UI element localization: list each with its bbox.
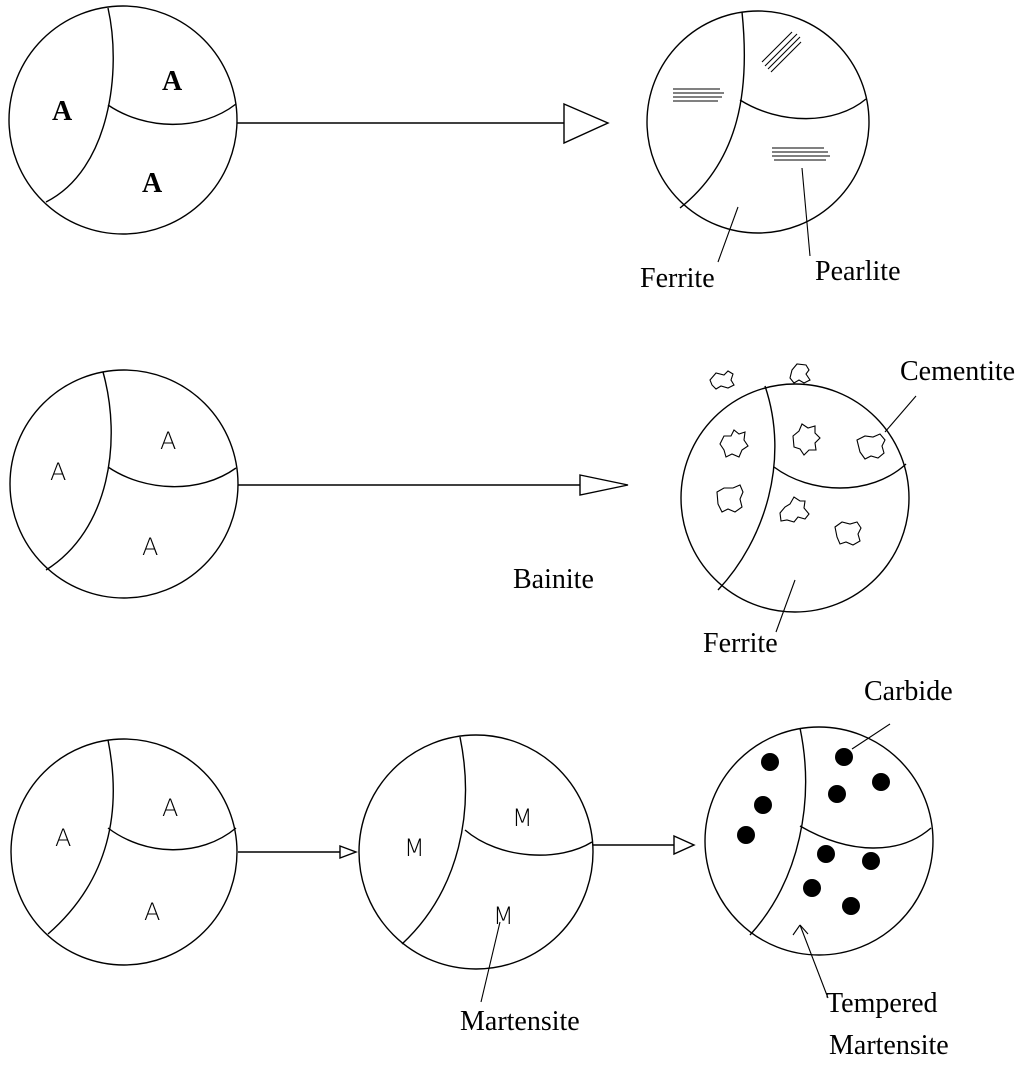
tempered-martensite-label-line2: Martensite bbox=[829, 1030, 949, 1061]
grain-boundary bbox=[107, 466, 237, 488]
row-1-pearlite-transformation: A A A bbox=[8, 5, 901, 294]
grain-letter-a: A bbox=[142, 168, 163, 199]
ferrite-leader-line bbox=[775, 579, 796, 633]
grain-letter-a: A bbox=[50, 458, 66, 486]
row-2-bainite-transformation: A A A Cementite Bain bbox=[9, 356, 1015, 659]
grain-boundary bbox=[464, 829, 593, 856]
carbide-particles bbox=[737, 748, 890, 915]
cementite-leader-line bbox=[884, 395, 917, 433]
transformation-arrow bbox=[237, 102, 610, 145]
martensite-letter-m: M bbox=[404, 834, 425, 862]
carbide-label: Carbide bbox=[864, 676, 953, 707]
tempered-martensite-leader bbox=[792, 924, 829, 999]
martensite-letter-m: M bbox=[493, 902, 514, 930]
pearlite-lamellae bbox=[772, 147, 830, 161]
grain-boundary bbox=[799, 825, 932, 849]
pearlite-lamellae bbox=[673, 88, 724, 102]
martensite-letter-m: M bbox=[512, 804, 533, 832]
grain-letter-a: A bbox=[160, 427, 176, 455]
grain-boundary bbox=[773, 463, 907, 489]
ferrite-label: Ferrite bbox=[640, 263, 715, 294]
bainite-circle bbox=[680, 363, 917, 633]
pearlite-lamellae bbox=[761, 31, 802, 73]
transformation-arrow bbox=[238, 474, 629, 496]
ferrite-label: Ferrite bbox=[703, 628, 778, 659]
grain-letter-a: A bbox=[55, 824, 71, 852]
grain-boundary bbox=[749, 727, 807, 936]
martensite-leader-line bbox=[480, 921, 501, 1003]
grain-boundary bbox=[107, 827, 237, 851]
carbide-leader-line bbox=[851, 723, 891, 750]
grain-boundary bbox=[47, 739, 114, 935]
austenite-circle-3: A A A bbox=[10, 738, 238, 966]
grain-letter-a: A bbox=[142, 533, 158, 561]
cementite-particles bbox=[709, 363, 886, 546]
grain-boundary bbox=[739, 98, 867, 120]
grain-boundary bbox=[679, 11, 746, 209]
row-3-martensite-transformation: A A A M M M Martensite bbox=[10, 676, 953, 1061]
ferrite-leader-line bbox=[717, 206, 739, 263]
bainite-label: Bainite bbox=[513, 564, 594, 595]
grain-letter-a: A bbox=[162, 66, 183, 97]
ferrite-pearlite-circle bbox=[646, 10, 870, 234]
grain-boundary bbox=[45, 371, 112, 571]
grain-boundary bbox=[107, 103, 237, 125]
austenite-circle-1: A A A bbox=[8, 5, 238, 235]
martensite-circle: M M M bbox=[358, 734, 594, 970]
pearlite-label: Pearlite bbox=[815, 256, 901, 287]
tempered-martensite-label-line1: Tempered bbox=[826, 988, 938, 1019]
transformation-arrow bbox=[593, 834, 696, 856]
grain-letter-a: A bbox=[52, 96, 73, 127]
transformation-arrow bbox=[238, 844, 358, 860]
grain-letter-a: A bbox=[162, 794, 178, 822]
martensite-label: Martensite bbox=[460, 1006, 580, 1037]
austenite-circle-2: A A A bbox=[9, 369, 239, 599]
grain-letter-a: A bbox=[144, 898, 160, 926]
grain-boundary bbox=[717, 385, 776, 591]
tempered-martensite-circle bbox=[704, 726, 934, 956]
cementite-label: Cementite bbox=[900, 356, 1015, 387]
pearlite-leader-line bbox=[801, 167, 811, 257]
grain-boundary bbox=[401, 736, 467, 945]
grain-boundary bbox=[45, 7, 114, 203]
